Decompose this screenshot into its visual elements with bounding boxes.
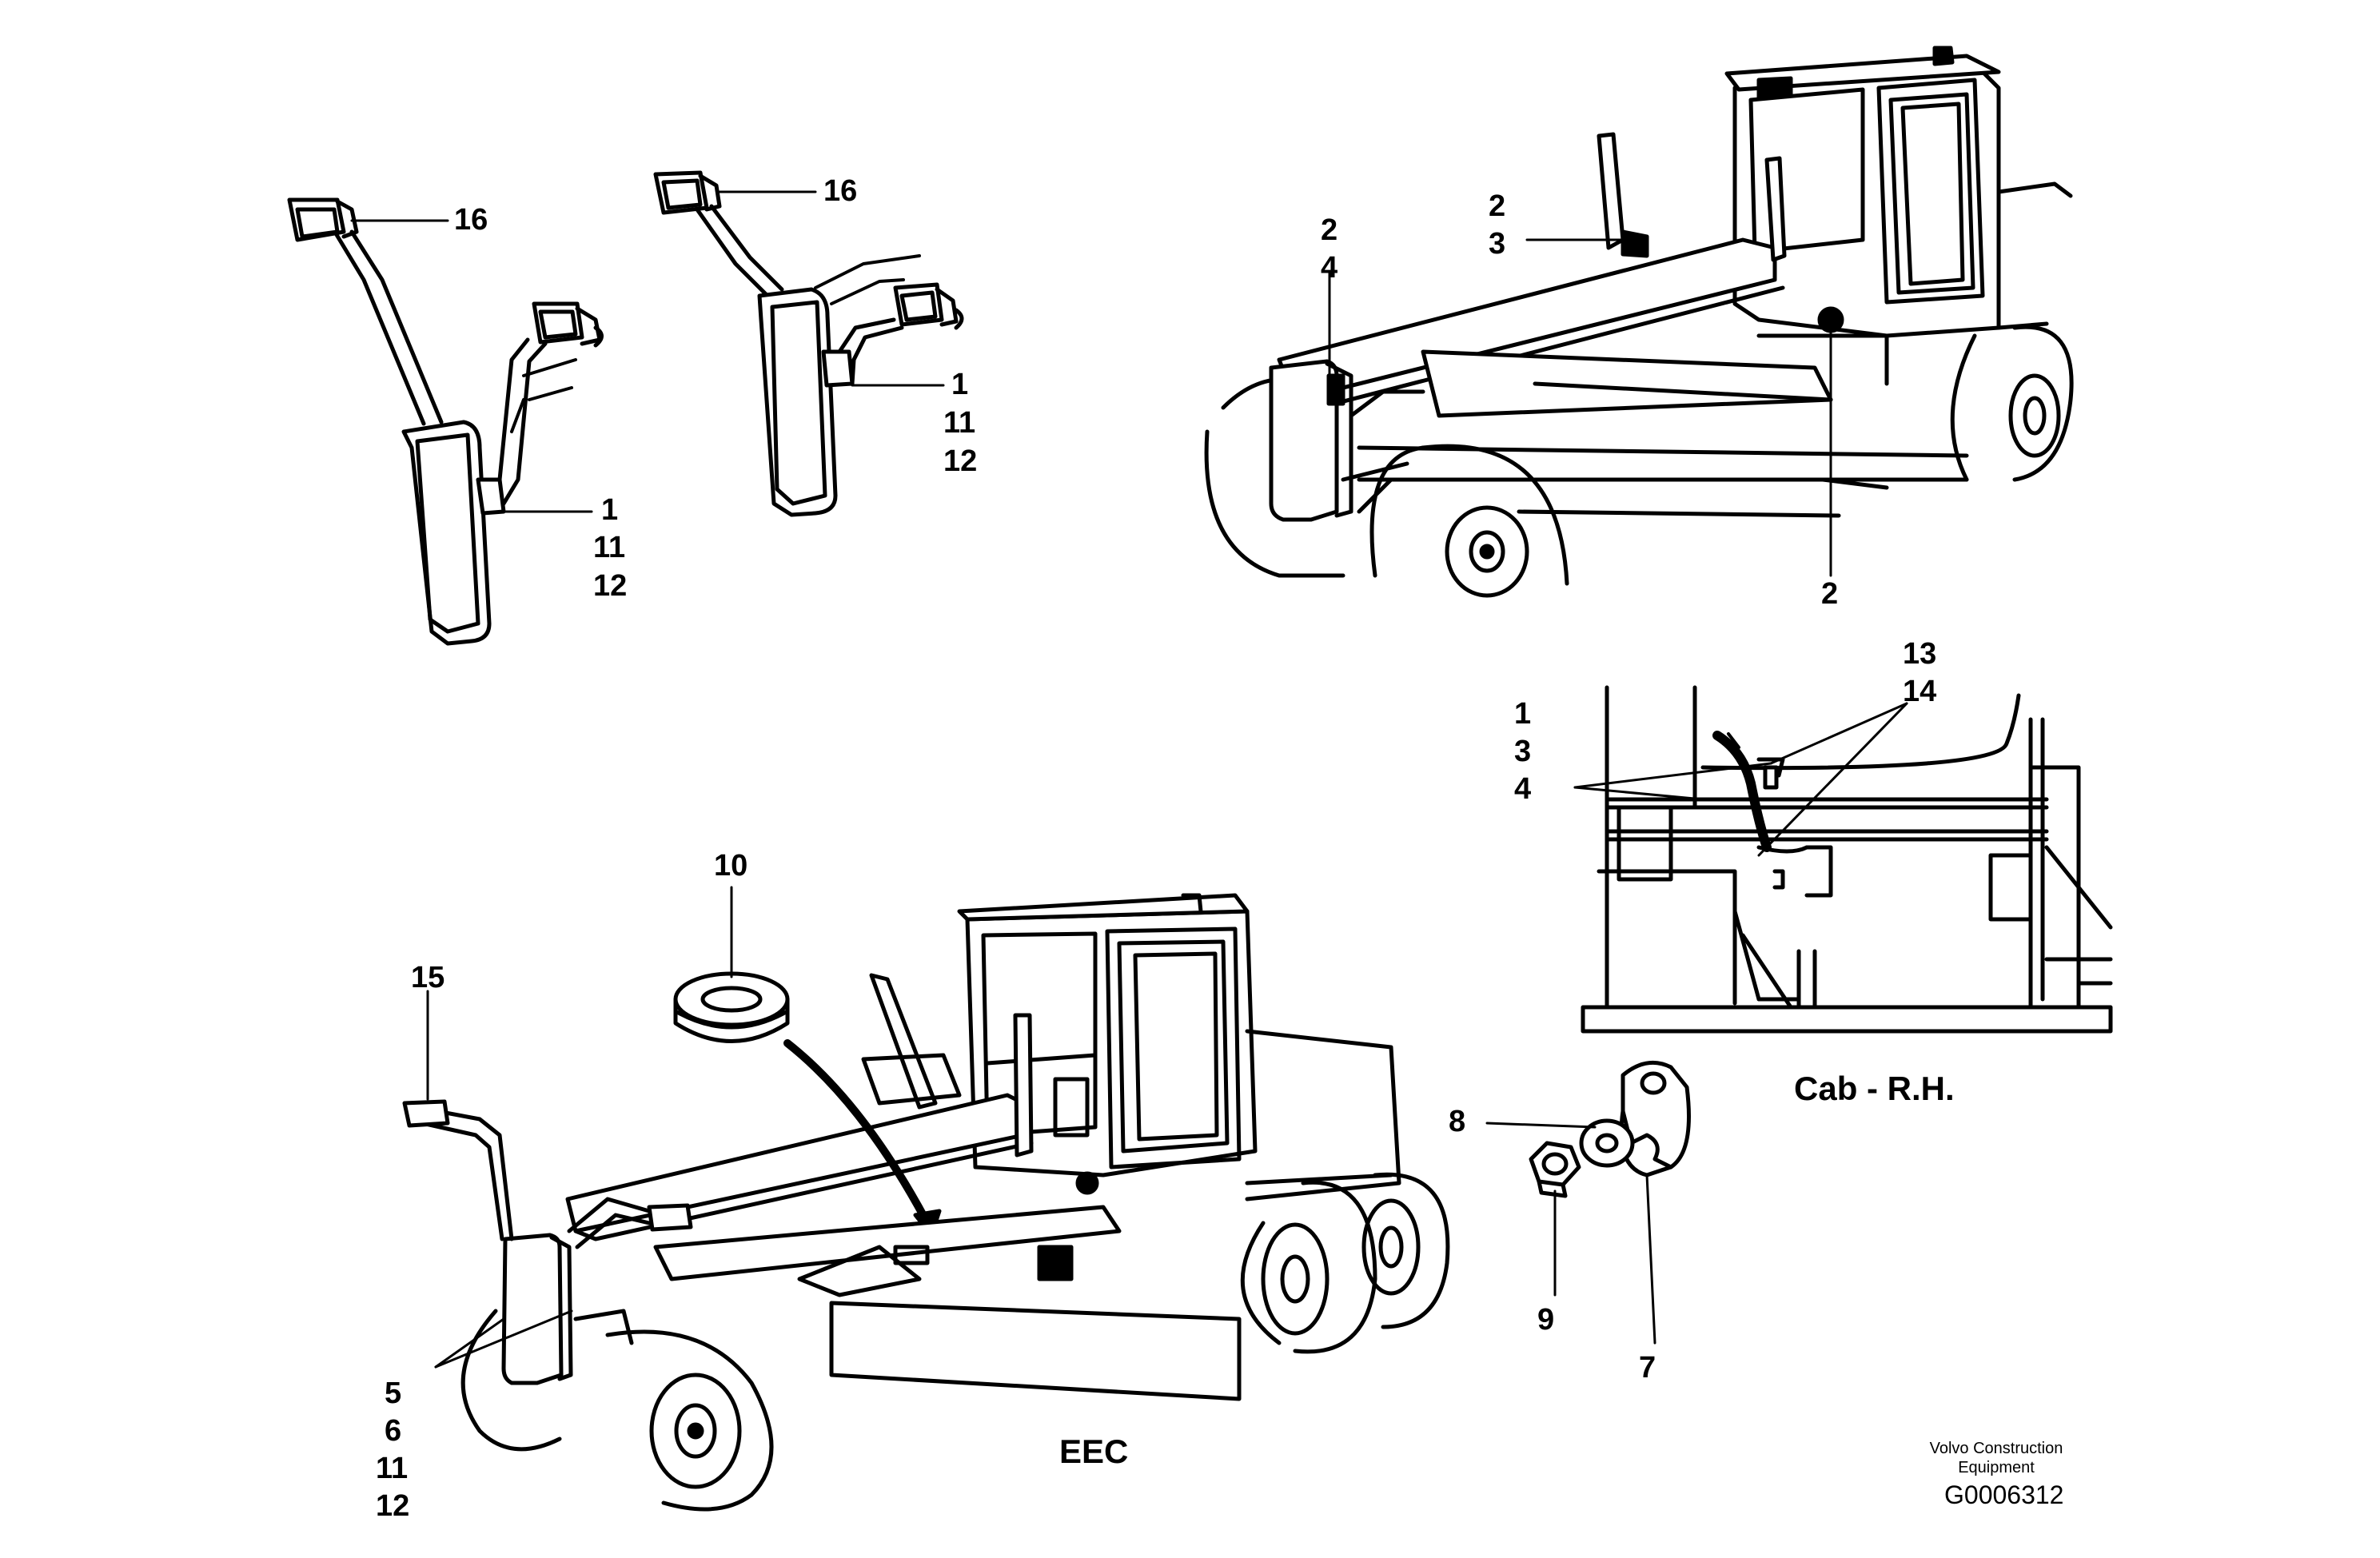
callout-11-left: 11 bbox=[593, 531, 626, 564]
callout-1-right: 1 bbox=[951, 368, 969, 401]
callout-3-cab: 3 bbox=[1514, 735, 1532, 768]
cab-rh-detail bbox=[1573, 685, 2113, 1034]
grader-top-right bbox=[1204, 46, 2074, 598]
callout-7: 7 bbox=[1639, 1351, 1656, 1385]
grader-bottom-left bbox=[402, 893, 1450, 1512]
callout-10: 10 bbox=[714, 849, 748, 883]
mirror-assembly-left bbox=[287, 197, 604, 646]
callout-15: 15 bbox=[411, 961, 445, 994]
callout-1-left: 1 bbox=[601, 493, 619, 527]
mirror-assembly-right bbox=[653, 170, 964, 517]
publisher-credit-line1: Volvo Construction bbox=[1929, 1440, 2063, 1457]
publisher-credit-line2: Equipment bbox=[1958, 1459, 2035, 1476]
callout-2-top: 2 bbox=[1321, 213, 1338, 247]
callout-12-right: 12 bbox=[943, 444, 978, 478]
caption-eec: EEC bbox=[1059, 1432, 1129, 1470]
caption-cab-rh: Cab - R.H. bbox=[1794, 1070, 1955, 1107]
callout-11-right: 11 bbox=[943, 406, 976, 440]
callout-1-cab: 1 bbox=[1514, 697, 1532, 731]
callout-3-upper: 3 bbox=[1489, 227, 1506, 261]
hardware-parts bbox=[1485, 1060, 1691, 1345]
callout-8: 8 bbox=[1449, 1105, 1466, 1138]
callout-2-upper: 2 bbox=[1489, 189, 1506, 223]
callout-2-lower: 2 bbox=[1821, 577, 1839, 611]
publisher-credit: Volvo Construction Equipment bbox=[1928, 1439, 2064, 1477]
callout-6: 6 bbox=[385, 1414, 402, 1448]
callout-16-right: 16 bbox=[823, 174, 858, 208]
callout-11-front: 11 bbox=[376, 1452, 409, 1485]
figure-code: G0006312 bbox=[1944, 1480, 2064, 1509]
callout-12-left: 12 bbox=[593, 569, 628, 603]
callout-5: 5 bbox=[385, 1377, 402, 1410]
bushing-part bbox=[673, 886, 790, 1043]
callout-14: 14 bbox=[1903, 675, 1937, 708]
callout-13: 13 bbox=[1903, 637, 1937, 671]
callout-9: 9 bbox=[1537, 1303, 1555, 1337]
callout-4-cab: 4 bbox=[1514, 772, 1532, 806]
callout-12-front: 12 bbox=[376, 1489, 410, 1523]
callout-4-top: 4 bbox=[1321, 251, 1338, 285]
callout-16-left: 16 bbox=[454, 203, 488, 237]
